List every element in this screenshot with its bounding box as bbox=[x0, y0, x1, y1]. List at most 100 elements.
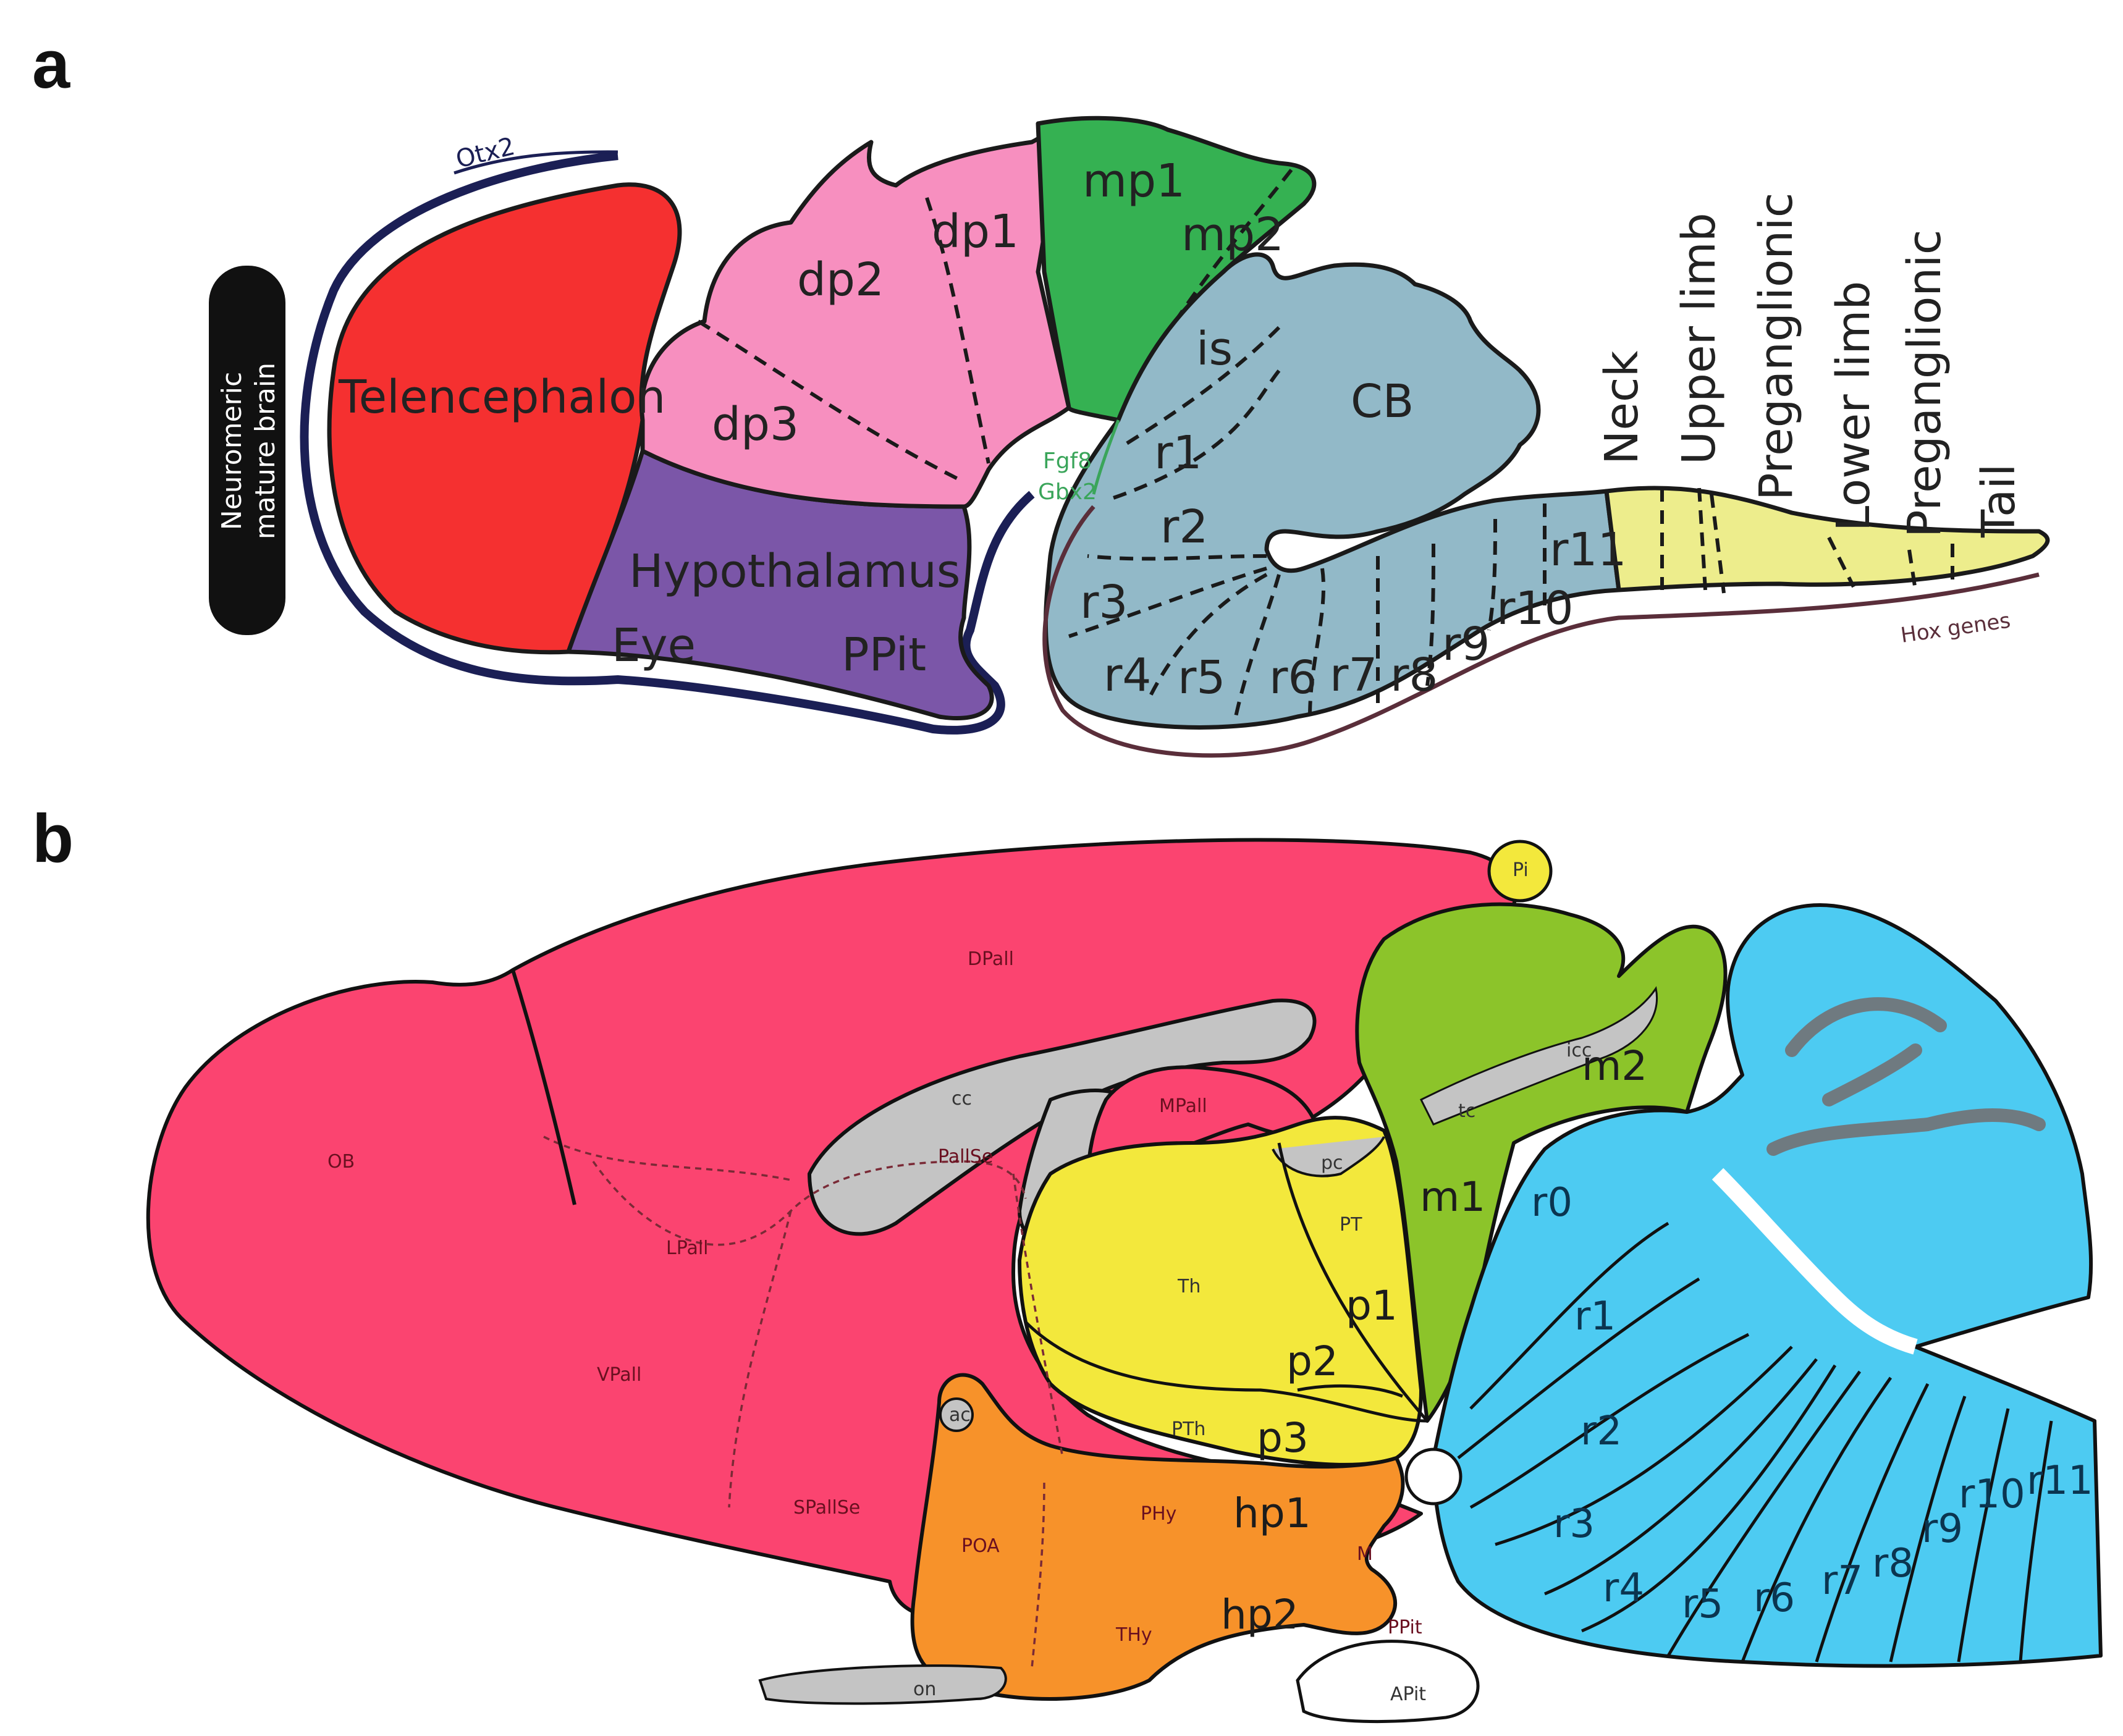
boundary-r5-r6 bbox=[1234, 574, 1281, 717]
label-hp1: hp1 bbox=[1233, 1490, 1311, 1537]
label-ppit-a: PPit bbox=[842, 628, 926, 681]
label-a-r6: r6 bbox=[1269, 651, 1317, 704]
label-is: is bbox=[1196, 322, 1233, 376]
label-m2: m2 bbox=[1582, 1042, 1647, 1090]
label-p3: p3 bbox=[1257, 1414, 1309, 1462]
region-apit bbox=[1296, 1640, 1480, 1724]
label-spinal-5: Tail bbox=[1972, 464, 2025, 538]
label-b-r8: r8 bbox=[1872, 1541, 1914, 1586]
label-lpall: LPall bbox=[666, 1237, 709, 1259]
label-a-r1: r1 bbox=[1154, 426, 1202, 479]
boundary-dp1-dp2 bbox=[925, 197, 990, 464]
label-thy: THy bbox=[1115, 1624, 1152, 1646]
label-hypothalamus: Hypothalamus bbox=[629, 545, 960, 598]
hox-label: Hox genes bbox=[1899, 608, 2012, 648]
label-a-r7: r7 bbox=[1330, 649, 1378, 702]
boundary-spallse bbox=[728, 1210, 792, 1508]
label-a-r9: r9 bbox=[1442, 618, 1490, 671]
label-cc: cc bbox=[952, 1088, 972, 1110]
boundary-lower-limb bbox=[1907, 549, 1917, 591]
label-eye: Eye bbox=[612, 619, 696, 672]
label-b-r0: r0 bbox=[1531, 1180, 1572, 1226]
boundary-poa bbox=[1031, 1482, 1045, 1669]
hindbrain-segment-lines bbox=[1457, 1221, 2053, 1662]
label-phy: PHy bbox=[1141, 1503, 1176, 1525]
boundary-r4-r5 bbox=[1147, 573, 1268, 699]
tract-pc bbox=[1272, 1136, 1385, 1178]
boundary-is-r1 bbox=[1123, 326, 1281, 447]
label-dp3: dp3 bbox=[712, 398, 799, 451]
label-spinal-4: Preganglionic bbox=[1898, 230, 1951, 537]
label-b-r1: r1 bbox=[1574, 1294, 1616, 1339]
label-ob: OB bbox=[327, 1151, 355, 1173]
label-mpall: MPall bbox=[1159, 1095, 1207, 1117]
label-hp2: hp2 bbox=[1221, 1591, 1299, 1638]
label-b-r11: r11 bbox=[2027, 1458, 2093, 1504]
label-ppit-b: PPit bbox=[1388, 1617, 1422, 1638]
label-pallse: PallSe bbox=[938, 1146, 993, 1168]
boundary-r8-r9 bbox=[1425, 543, 1435, 686]
label-pt: PT bbox=[1340, 1214, 1362, 1236]
label-pc: pc bbox=[1321, 1152, 1343, 1174]
tract-tc bbox=[1419, 986, 1658, 1126]
label-dp2: dp2 bbox=[797, 253, 884, 306]
otx2-label: Otx2 bbox=[453, 132, 518, 174]
panel-b-letter: b bbox=[32, 801, 74, 877]
label-ac: ac bbox=[949, 1404, 971, 1426]
label-m1: m1 bbox=[1420, 1173, 1485, 1221]
label-pth: PTh bbox=[1171, 1418, 1205, 1440]
label-poa: POA bbox=[961, 1535, 1000, 1557]
label-b-r5: r5 bbox=[1682, 1582, 1723, 1627]
region-hindbrain-a bbox=[1043, 252, 1621, 730]
label-on: on bbox=[913, 1679, 936, 1700]
region-hindbrain-b bbox=[1432, 903, 2103, 1668]
boundary-upper-limb bbox=[1697, 487, 1707, 591]
label-spinal-3: Lower limb bbox=[1827, 281, 1880, 531]
region-pi bbox=[1487, 840, 1553, 903]
boundary-r1-r2 bbox=[1105, 369, 1281, 502]
label-dpall: DPall bbox=[968, 948, 1014, 970]
region-diencephalon-b bbox=[1018, 1116, 1423, 1467]
tract-ac bbox=[939, 1397, 974, 1432]
panel-a: a Neuromeric mature brain Otx2 Fgf8 Gbx2 bbox=[32, 27, 2050, 758]
label-a-r3: r3 bbox=[1080, 576, 1128, 629]
tract-cc bbox=[808, 998, 1317, 1236]
label-a-r2: r2 bbox=[1160, 500, 1209, 554]
label-spinal-2: Preganglionic bbox=[1750, 193, 1803, 500]
label-pi: Pi bbox=[1513, 859, 1529, 881]
hox-contour bbox=[1042, 505, 2040, 758]
label-b-r2: r2 bbox=[1581, 1409, 1622, 1454]
label-dp1: dp1 bbox=[932, 205, 1019, 258]
label-spinal-1: Upper limb bbox=[1673, 213, 1726, 465]
label-mp2: mp2 bbox=[1181, 208, 1284, 261]
label-p2: p2 bbox=[1286, 1338, 1338, 1385]
panel-b: b bbox=[32, 801, 2103, 1724]
label-th: Th bbox=[1177, 1276, 1201, 1297]
sidebar-label-2: mature brain bbox=[250, 363, 281, 539]
tract-on bbox=[758, 1664, 1007, 1705]
label-apit: APit bbox=[1390, 1683, 1426, 1705]
label-b-r7: r7 bbox=[1821, 1558, 1863, 1604]
label-spallse: SPallSe bbox=[793, 1497, 860, 1519]
label-a-r5: r5 bbox=[1178, 651, 1226, 704]
label-p1: p1 bbox=[1346, 1282, 1398, 1329]
label-cb-a: CB bbox=[1351, 375, 1414, 428]
boundary-r3-r4 bbox=[1068, 567, 1267, 638]
diencephalon-boundaries bbox=[1024, 1142, 1429, 1423]
region-spinal-cord-a bbox=[1604, 486, 2050, 592]
label-b-r4: r4 bbox=[1603, 1565, 1644, 1611]
label-b-r10: r10 bbox=[1959, 1472, 2025, 1517]
gbx2-label: Gbx2 bbox=[1038, 479, 1097, 505]
region-diencephalon-a bbox=[639, 121, 1071, 509]
label-spinal-0: Neck bbox=[1595, 350, 1648, 465]
label-b-r6: r6 bbox=[1754, 1575, 1795, 1621]
boundary-pallse bbox=[1012, 1173, 1064, 1459]
label-a-r8: r8 bbox=[1390, 649, 1438, 702]
label-tc: tc bbox=[1458, 1100, 1475, 1122]
panel-a-letter: a bbox=[32, 27, 70, 103]
label-b-r9: r9 bbox=[1922, 1506, 1963, 1552]
boundary-lpall bbox=[543, 1136, 791, 1181]
label-a-r10: r10 bbox=[1496, 582, 1574, 635]
boundary-r6-r7 bbox=[1308, 568, 1326, 717]
